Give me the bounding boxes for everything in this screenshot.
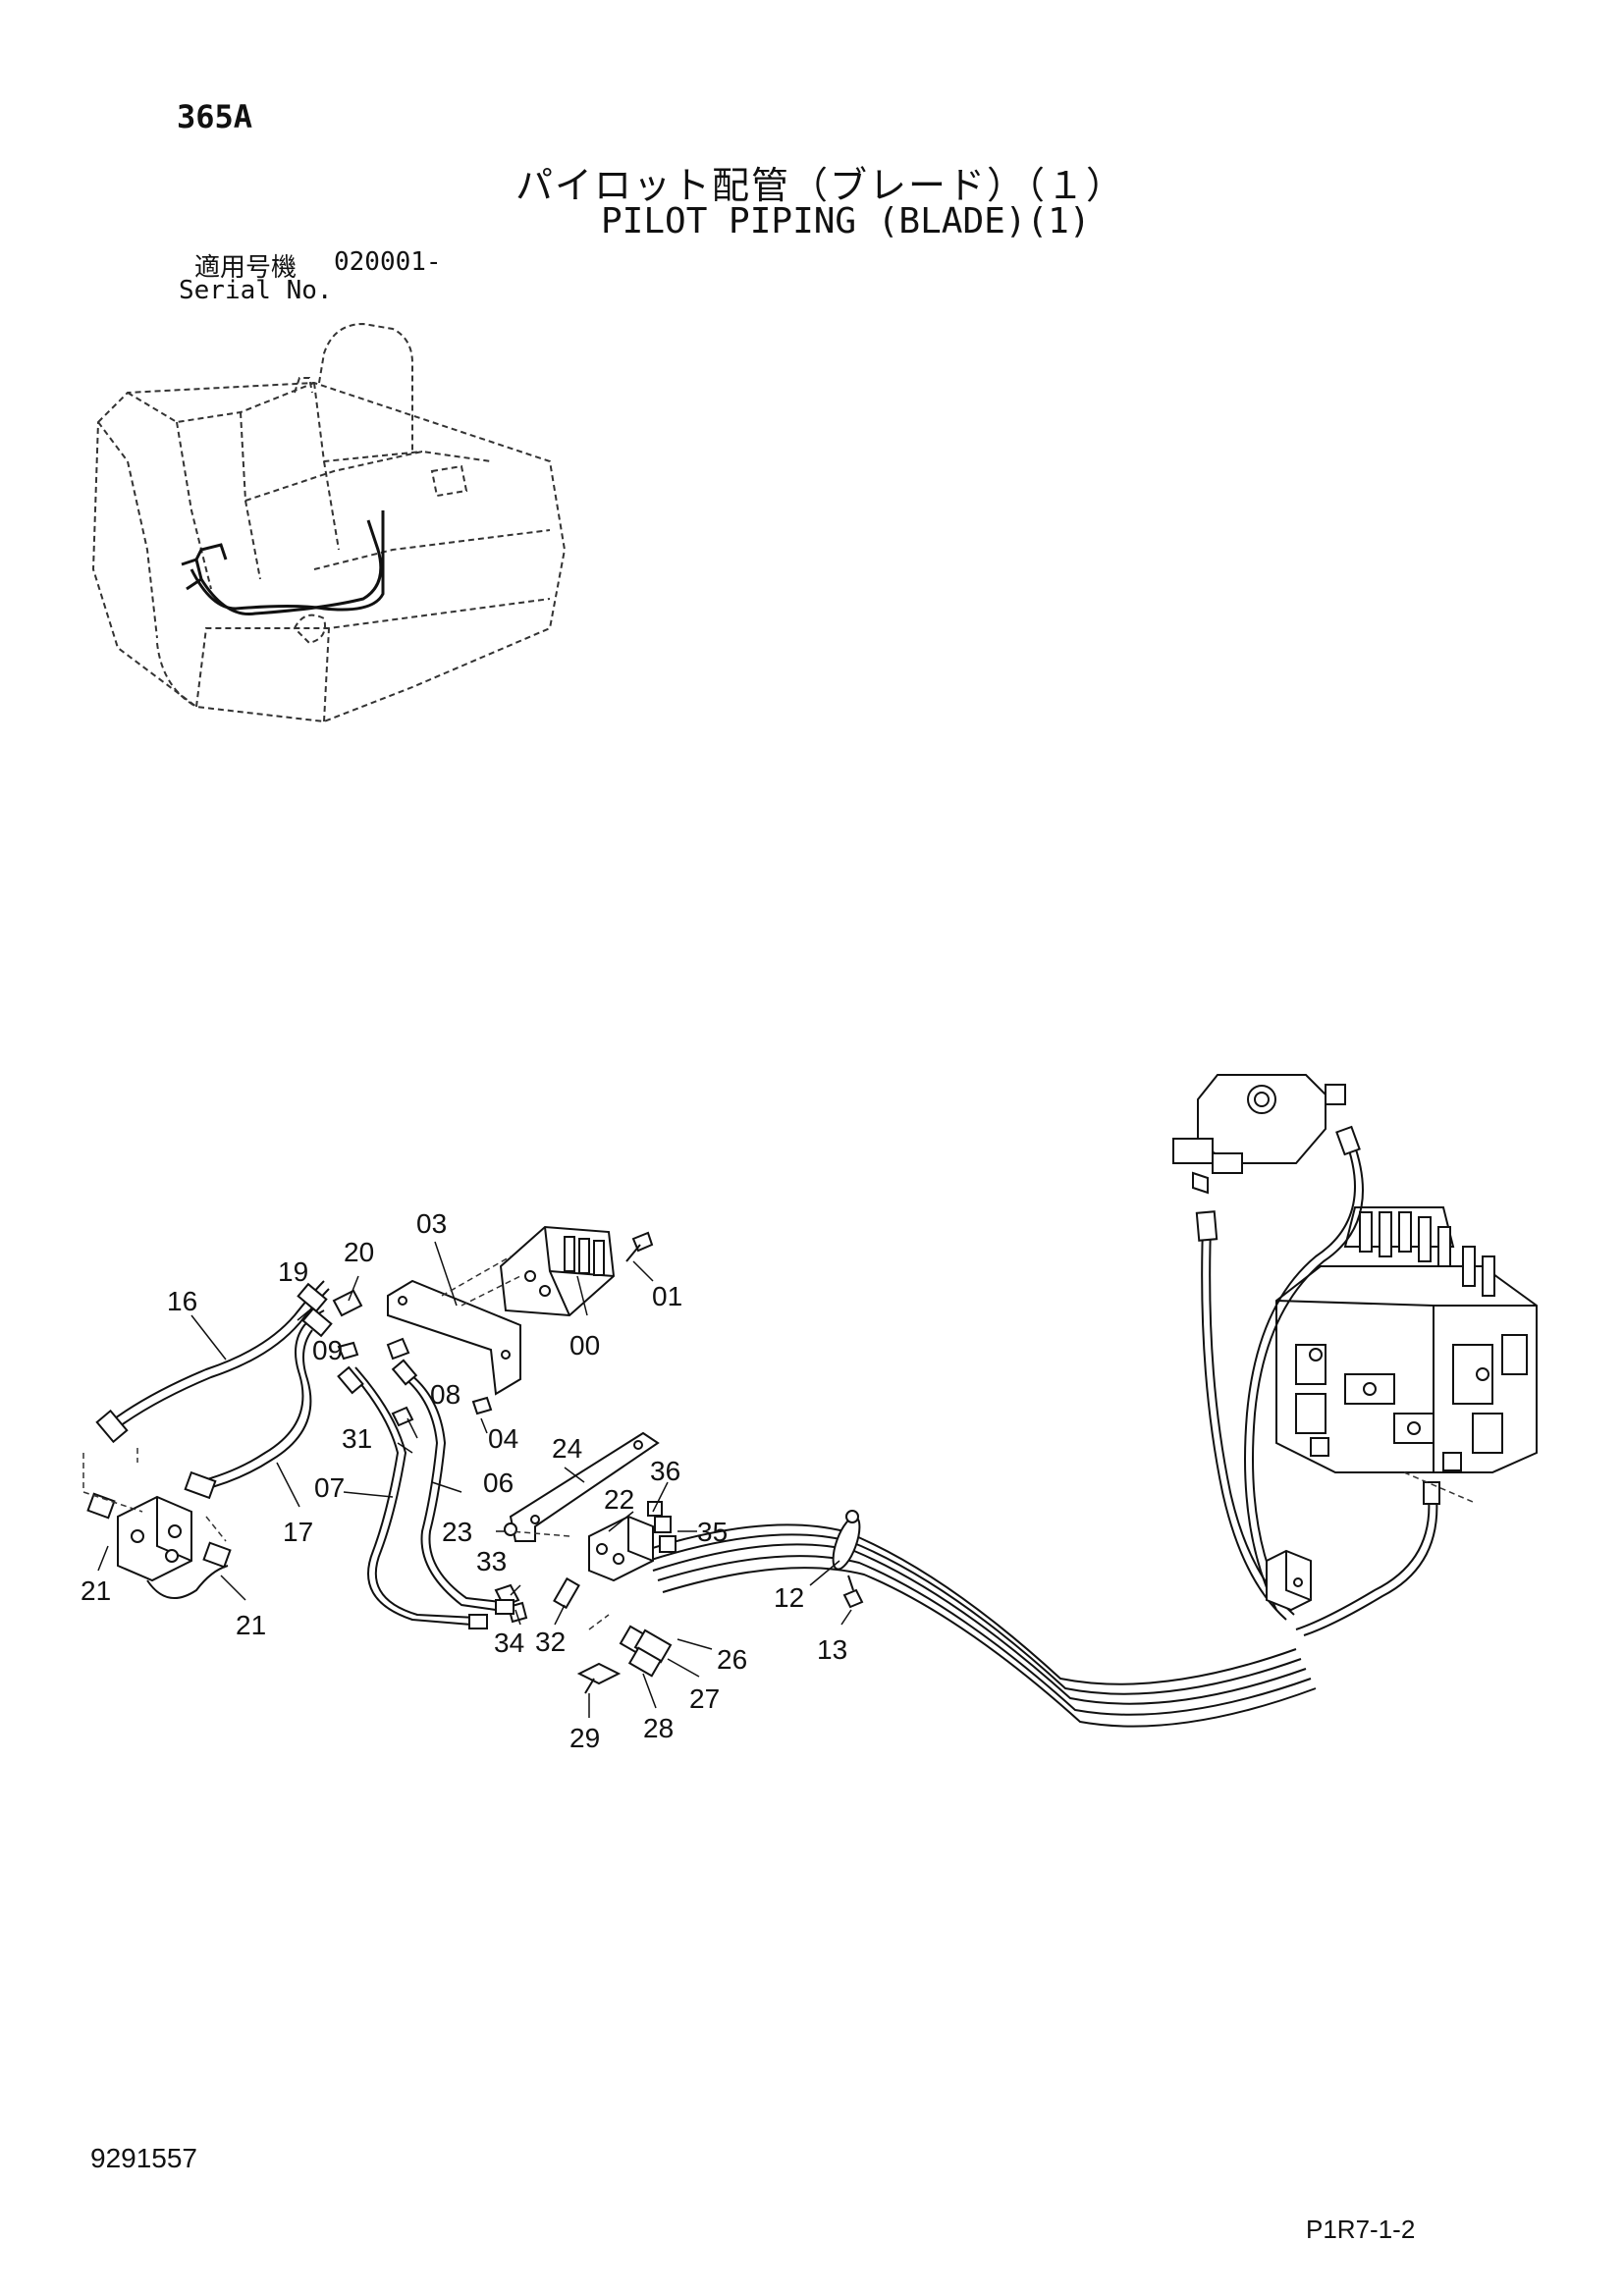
- pressure-sensor-block: [86, 1492, 232, 1599]
- machine-locator-view: [91, 322, 567, 723]
- callout-17: 17: [283, 1517, 313, 1547]
- callout-13: 13: [817, 1634, 847, 1665]
- fitting-cluster-26-29: [576, 1625, 673, 1694]
- dashed-relation-lines: [82, 1255, 1474, 1630]
- bracket-24: [509, 1431, 660, 1542]
- control-valve-assembly: [1275, 1206, 1538, 1473]
- bolt-04: [471, 1396, 493, 1415]
- title-japanese: パイロット配管（ブレード）（１）: [515, 164, 1126, 207]
- callout-04: 04: [488, 1423, 518, 1454]
- serial-number-value: 020001-: [334, 247, 442, 277]
- page-code: 365A: [177, 98, 253, 135]
- callout-06: 06: [483, 1468, 514, 1498]
- callout-23: 23: [442, 1517, 472, 1547]
- title-english: PILOT PIPING (BLADE)(1): [601, 201, 1091, 241]
- callout-34: 34: [494, 1628, 524, 1658]
- hose-fittings-right: [1195, 1125, 1440, 1505]
- callout-31: 31: [342, 1423, 372, 1454]
- serial-label-english: Serial No.: [179, 276, 333, 305]
- callout-21-left: 21: [81, 1575, 111, 1606]
- small-valve-block: [1266, 1549, 1312, 1612]
- callout-20: 20: [344, 1237, 374, 1267]
- hose-06-07: [348, 1366, 502, 1626]
- hose-clamp-12: [832, 1510, 861, 1571]
- callout-16: 16: [167, 1286, 197, 1316]
- pilot-hoses-right: [1201, 1138, 1438, 1636]
- solenoid-valve-00: [499, 1225, 616, 1317]
- bolt-13: [842, 1575, 864, 1609]
- callout-leaders: [97, 1241, 852, 1718]
- hose-16-17: [107, 1280, 330, 1491]
- callout-24: 24: [552, 1433, 582, 1464]
- fittings-35-36: [647, 1501, 677, 1553]
- callout-27: 27: [689, 1683, 720, 1714]
- bolt-01: [625, 1231, 654, 1262]
- callout-32: 32: [535, 1627, 566, 1657]
- callout-21-right: 21: [236, 1610, 266, 1640]
- serial-label-japanese: 適用号機: [194, 253, 298, 283]
- callout-33: 33: [476, 1546, 507, 1576]
- callout-36: 36: [650, 1456, 680, 1486]
- callout-01: 01: [652, 1281, 682, 1311]
- pilot-valve-block: [1172, 1074, 1346, 1195]
- callout-26: 26: [717, 1644, 747, 1675]
- callout-29: 29: [569, 1723, 600, 1753]
- callout-35: 35: [697, 1517, 728, 1547]
- callout-08: 08: [430, 1379, 460, 1410]
- callout-07: 07: [314, 1472, 345, 1503]
- callout-09: 09: [312, 1335, 343, 1365]
- bracket-03: [387, 1279, 521, 1396]
- locator-pilot-hoses: [181, 510, 385, 616]
- callout-19: 19: [278, 1256, 308, 1287]
- callout-labels: 00 01 03 04 06 07 08 09 12 13 16 17 19 2…: [81, 1208, 847, 1753]
- callout-00: 00: [569, 1330, 600, 1361]
- connector-32: [553, 1576, 580, 1610]
- left-fittings: [95, 1282, 514, 1629]
- callout-28: 28: [643, 1713, 674, 1743]
- shuttle-valve-block: [588, 1515, 654, 1582]
- callout-22: 22: [604, 1484, 634, 1515]
- callout-03: 03: [416, 1208, 447, 1239]
- main-hose-bundle: [642, 1523, 1317, 1728]
- document-number: 9291557: [90, 2143, 198, 2173]
- bolt-23: [504, 1522, 517, 1536]
- callout-12: 12: [774, 1582, 804, 1613]
- page-reference: P1R7-1-2: [1306, 2215, 1416, 2244]
